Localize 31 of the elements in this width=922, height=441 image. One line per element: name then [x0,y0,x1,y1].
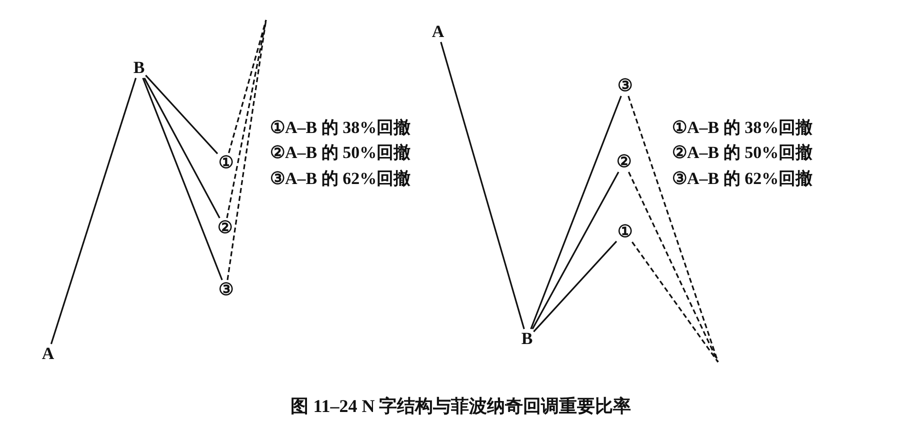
point-label: ① [616,222,634,242]
point-label: B [520,329,534,349]
dashed-line [226,20,267,280]
line [530,96,622,330]
key-text: ③A–B 的 62%回撤 [672,169,813,189]
point-label: ① [218,153,234,173]
dashed-line [226,20,267,218]
point-label: ② [216,218,234,238]
point-label: A [40,344,56,364]
dashed-line [628,172,719,362]
line [145,74,218,154]
line [142,78,223,280]
figure-caption: 图 11–24 N 字结构与菲波纳奇回调重要比率 [290,395,632,418]
key-text: ②A–B 的 50%回撤 [672,143,813,163]
line [50,78,137,344]
point-label: B [132,58,146,78]
dashed-line [632,242,719,362]
line [532,172,620,330]
point-label: A [430,22,446,42]
dashed-line [228,20,267,154]
key-text: ②A–B 的 50%回撤 [270,143,411,163]
dashed-line [628,96,719,362]
line [144,78,220,218]
line [440,42,525,330]
key-text: ③A–B 的 62%回撤 [270,169,411,189]
key-text: ①A–B 的 38%回撤 [672,118,813,138]
point-label: ③ [218,280,234,300]
point-label: ③ [616,76,634,96]
key-text: ①A–B 的 38%回撤 [270,118,411,138]
point-label: ② [616,152,632,172]
line [533,240,618,332]
